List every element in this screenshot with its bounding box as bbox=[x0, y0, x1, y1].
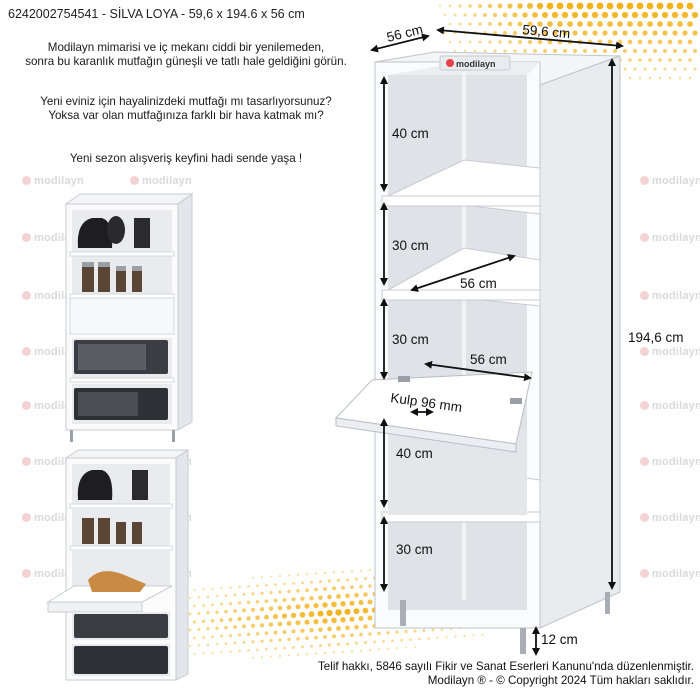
watermark-logo: modilayn bbox=[640, 456, 700, 468]
kettle-icon bbox=[77, 218, 113, 248]
intro-line: sonra bu karanlık mutfağın güneşli ve ta… bbox=[25, 55, 347, 68]
intro-line: Yeni sezon alışveriş keyfini hadi sende … bbox=[69, 152, 303, 165]
dim-shelf1-height: 40 cm bbox=[392, 126, 429, 141]
product-photo-closed bbox=[64, 193, 194, 442]
copyright-notice: Telif hakkı, 5846 sayılı Fikir ve Sanat … bbox=[318, 660, 694, 688]
dim-shelf3-height: 30 cm bbox=[392, 332, 429, 347]
product-title: 6242002754541 - SİLVA LOYA - 59,6 x 194.… bbox=[8, 7, 305, 21]
watermark-logo: modilayn bbox=[640, 512, 700, 524]
dim-shelf2-height: 30 cm bbox=[392, 238, 429, 253]
watermark-logo: modilayn bbox=[640, 346, 700, 358]
logo-text: modilayn bbox=[456, 59, 496, 69]
bread-icon bbox=[88, 571, 146, 592]
intro-paragraph-3: Yeni sezon alışveriş keyfini hadi sende … bbox=[0, 152, 372, 166]
dim-height-total: 194,6 cm bbox=[628, 330, 684, 345]
dim-shelf4-height: 40 cm bbox=[396, 446, 433, 461]
watermark-logo: modilayn bbox=[22, 175, 84, 187]
dim-shelf5-height: 30 cm bbox=[396, 542, 433, 557]
logo-icon bbox=[446, 59, 454, 67]
logo-plate bbox=[439, 55, 511, 71]
product-photo-open bbox=[46, 449, 190, 681]
copyright-line-2: Modilayn ® - © Copyright 2024 Tüm haklar… bbox=[427, 674, 694, 687]
dim-width-top: 59,6 cm bbox=[522, 22, 571, 41]
intro-paragraph-2: Yeni eviniz için hayalinizdeki mutfağı m… bbox=[0, 95, 372, 123]
intro-line: Yeni eviniz için hayalinizdeki mutfağı m… bbox=[40, 95, 332, 108]
dim-pullout-depth: 56 cm bbox=[470, 352, 507, 367]
watermark-logo: modilayn bbox=[130, 175, 192, 187]
kettle-icon bbox=[77, 470, 113, 500]
watermark-logo: modilayn bbox=[640, 400, 700, 412]
watermark-logo: modilayn bbox=[640, 175, 700, 187]
dim-shelf2-depth: 56 cm bbox=[460, 276, 497, 291]
intro-paragraph-1: Modilayn mimarisi ve iç mekanı ciddi bir… bbox=[0, 41, 372, 69]
watermark-logo: modilayn bbox=[640, 568, 700, 580]
intro-line: Yoksa var olan mutfağınıza farklı bir ha… bbox=[48, 109, 324, 122]
cabinet-diagram: modilayn 56 cm 59,6 cm 194,6 cm 40 cm 30… bbox=[334, 21, 684, 656]
intro-line: Modilayn mimarisi ve iç mekanı ciddi bir… bbox=[47, 41, 325, 54]
watermark-logo: modilayn bbox=[640, 232, 700, 244]
watermark-logo: modilayn bbox=[640, 290, 700, 302]
copyright-line-1: Telif hakkı, 5846 sayılı Fikir ve Sanat … bbox=[318, 660, 694, 673]
dim-leg-height: 12 cm bbox=[541, 632, 578, 647]
